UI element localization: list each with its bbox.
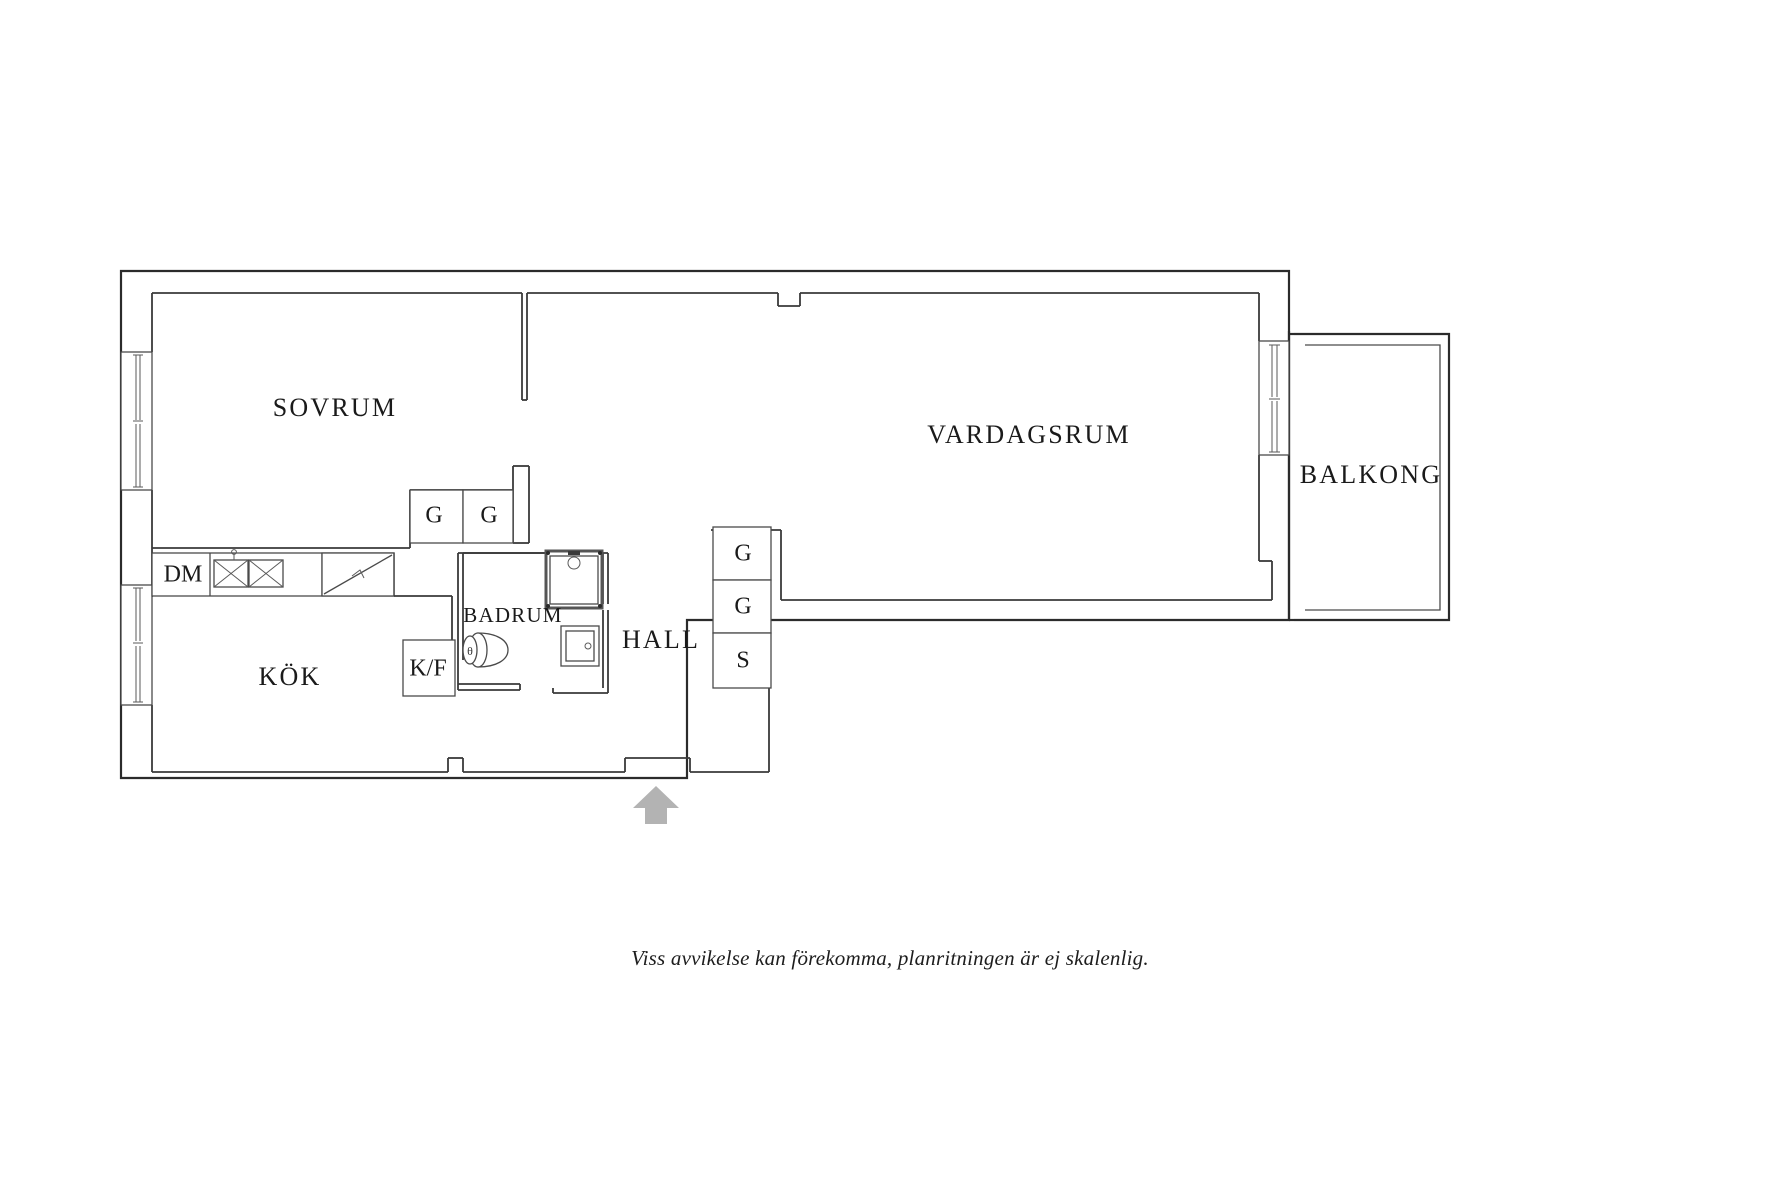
room-label-kok: KÖK	[259, 662, 322, 691]
closet-hall-3[interactable]: S	[712, 632, 772, 689]
kitchen-counter-return	[393, 553, 453, 640]
closet-hall-3-label: S	[736, 648, 749, 674]
closet-hall-2[interactable]: G	[712, 579, 772, 634]
toilet-icon: θ	[462, 632, 509, 668]
closet-sovrum-1-label: G	[425, 503, 442, 529]
outer-walls	[119, 269, 1291, 780]
disclaimer-caption: Viss avvikelse kan förekomma, planritnin…	[631, 946, 1149, 970]
closet-hall-1-label: G	[734, 541, 751, 567]
balcony-door-east[interactable]	[1258, 340, 1290, 456]
stove-cooktop-icon	[321, 552, 395, 597]
svg-text:θ: θ	[467, 644, 473, 658]
wall-bedroom-livingroom	[521, 293, 528, 401]
closet-sovrum-2-label: G	[480, 503, 497, 529]
kitchen-sink-icon	[213, 549, 284, 588]
closet-sovrum-1[interactable]: G	[409, 489, 464, 544]
closet-sovrum-2[interactable]: G	[462, 489, 514, 544]
room-label-vardagsrum: VARDAGSRUM	[927, 420, 1131, 449]
closet-hall-1[interactable]: G	[712, 526, 772, 581]
room-label-balkong: BALKONG	[1300, 460, 1443, 489]
dishwasher-dm-label: DM	[164, 562, 203, 588]
room-label-hall: HALL	[622, 625, 700, 654]
fridge-freezer-kf-label: K/F	[409, 656, 446, 682]
interior-wall-faces	[151, 292, 1273, 773]
room-label-badrum: BADRUM	[463, 603, 562, 627]
fridge-freezer-kf[interactable]: K/F	[402, 639, 456, 697]
balcony-structure	[1289, 332, 1451, 622]
entrance-arrow-icon	[633, 786, 679, 824]
closet-hall-2-label: G	[734, 594, 751, 620]
window-west-kitchen	[120, 584, 153, 706]
shower-enclosure-icon	[544, 549, 604, 610]
washing-machine-icon	[560, 625, 600, 667]
room-label-sovrum: SOVRUM	[273, 393, 397, 422]
window-west-bedroom	[120, 351, 153, 491]
